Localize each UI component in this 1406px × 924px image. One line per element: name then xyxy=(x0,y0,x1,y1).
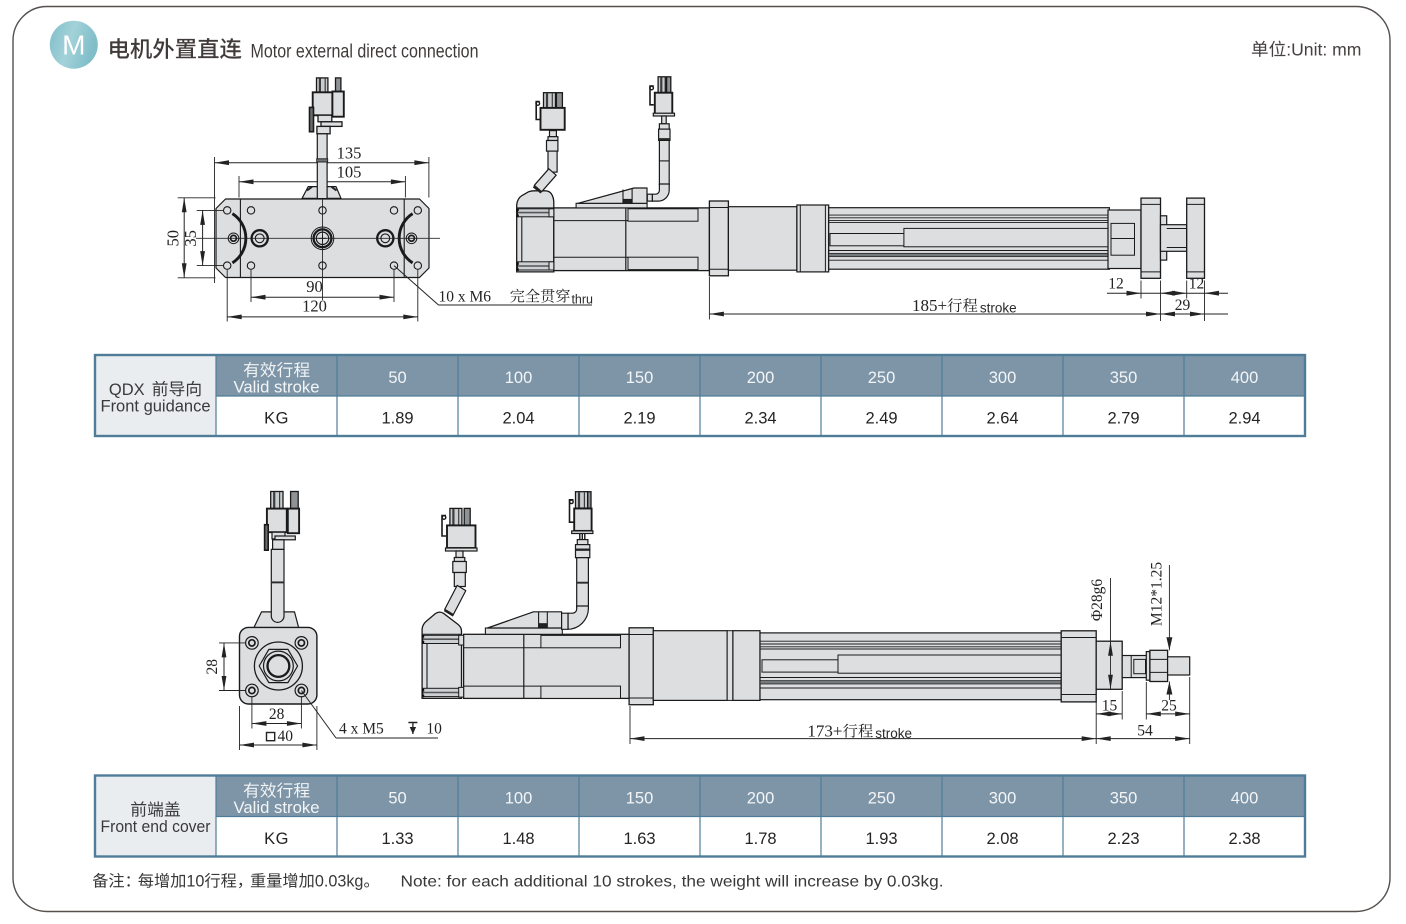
svg-text:173+: 173+ xyxy=(807,722,842,741)
svg-text:300: 300 xyxy=(989,369,1017,387)
svg-text:Note: for each additional 10 s: Note: for each additional 10 strokes, th… xyxy=(401,874,944,891)
svg-text:2.79: 2.79 xyxy=(1107,410,1139,428)
svg-text:1.89: 1.89 xyxy=(381,410,413,428)
svg-text:2.64: 2.64 xyxy=(986,410,1018,428)
svg-text:350: 350 xyxy=(1110,790,1138,808)
svg-text:2.08: 2.08 xyxy=(986,830,1018,848)
svg-text:stroke: stroke xyxy=(875,726,912,741)
svg-text:150: 150 xyxy=(626,369,654,387)
svg-text:1.63: 1.63 xyxy=(623,830,655,848)
svg-text:1.48: 1.48 xyxy=(502,830,534,848)
svg-text:15: 15 xyxy=(1102,698,1118,715)
svg-text:2.94: 2.94 xyxy=(1228,410,1260,428)
svg-text:thru: thru xyxy=(571,293,593,307)
svg-text:35: 35 xyxy=(181,230,200,247)
svg-text:10: 10 xyxy=(426,721,442,738)
svg-text:12: 12 xyxy=(1189,276,1205,293)
svg-text:2.49: 2.49 xyxy=(865,410,897,428)
svg-text:185+: 185+ xyxy=(912,296,947,315)
svg-text:10: 10 xyxy=(186,873,204,891)
svg-text:50: 50 xyxy=(388,790,406,808)
svg-text:2.34: 2.34 xyxy=(744,410,776,428)
svg-text:Front guidance: Front guidance xyxy=(101,398,211,416)
svg-text:50: 50 xyxy=(388,369,406,387)
svg-text:29: 29 xyxy=(1175,297,1191,314)
svg-text:M12*1.25: M12*1.25 xyxy=(1149,562,1166,626)
svg-text:1.93: 1.93 xyxy=(865,830,897,848)
svg-text:12: 12 xyxy=(1108,276,1124,293)
svg-text:400: 400 xyxy=(1231,790,1259,808)
svg-text:Motor external direct connecti: Motor external direct connection xyxy=(251,42,479,63)
svg-text:200: 200 xyxy=(747,369,775,387)
svg-text:200: 200 xyxy=(747,790,775,808)
svg-text:2.19: 2.19 xyxy=(623,410,655,428)
svg-text:stroke: stroke xyxy=(980,301,1017,316)
svg-text:300: 300 xyxy=(989,790,1017,808)
svg-text:350: 350 xyxy=(1110,369,1138,387)
svg-text:2.38: 2.38 xyxy=(1228,830,1260,848)
svg-text:100: 100 xyxy=(505,790,533,808)
svg-text:4 x M5: 4 x M5 xyxy=(339,721,384,738)
svg-text:120: 120 xyxy=(302,297,327,316)
svg-text:50: 50 xyxy=(164,230,183,247)
svg-text::Unit: mm: :Unit: mm xyxy=(1286,40,1361,60)
svg-text:28: 28 xyxy=(269,706,285,723)
svg-text:250: 250 xyxy=(868,790,896,808)
svg-text:Front end cover: Front end cover xyxy=(101,818,211,836)
svg-text:250: 250 xyxy=(868,369,896,387)
svg-text:150: 150 xyxy=(626,790,654,808)
svg-text:100: 100 xyxy=(505,369,533,387)
svg-text:1.78: 1.78 xyxy=(744,830,776,848)
svg-text:KG: KG xyxy=(264,830,289,848)
svg-text:400: 400 xyxy=(1231,369,1259,387)
svg-text:105: 105 xyxy=(337,163,362,182)
svg-text:54: 54 xyxy=(1137,723,1153,740)
svg-text:Valid stroke: Valid stroke xyxy=(234,799,320,817)
svg-text:Valid stroke: Valid stroke xyxy=(234,379,320,397)
svg-text:M: M xyxy=(62,30,85,61)
svg-text:135: 135 xyxy=(337,144,362,163)
svg-text:10 x M6: 10 x M6 xyxy=(439,289,492,306)
svg-text:28: 28 xyxy=(204,659,221,675)
svg-text:40: 40 xyxy=(278,728,294,745)
svg-text:2.23: 2.23 xyxy=(1107,830,1139,848)
svg-text:KG: KG xyxy=(264,410,289,428)
svg-text:QDX: QDX xyxy=(109,381,145,399)
svg-text:2.04: 2.04 xyxy=(502,410,534,428)
svg-text:90: 90 xyxy=(306,277,323,296)
svg-text:0.03kg: 0.03kg xyxy=(315,873,364,891)
svg-text:Φ28g6: Φ28g6 xyxy=(1089,579,1106,622)
svg-text:1.33: 1.33 xyxy=(381,830,413,848)
svg-text:25: 25 xyxy=(1161,698,1177,715)
